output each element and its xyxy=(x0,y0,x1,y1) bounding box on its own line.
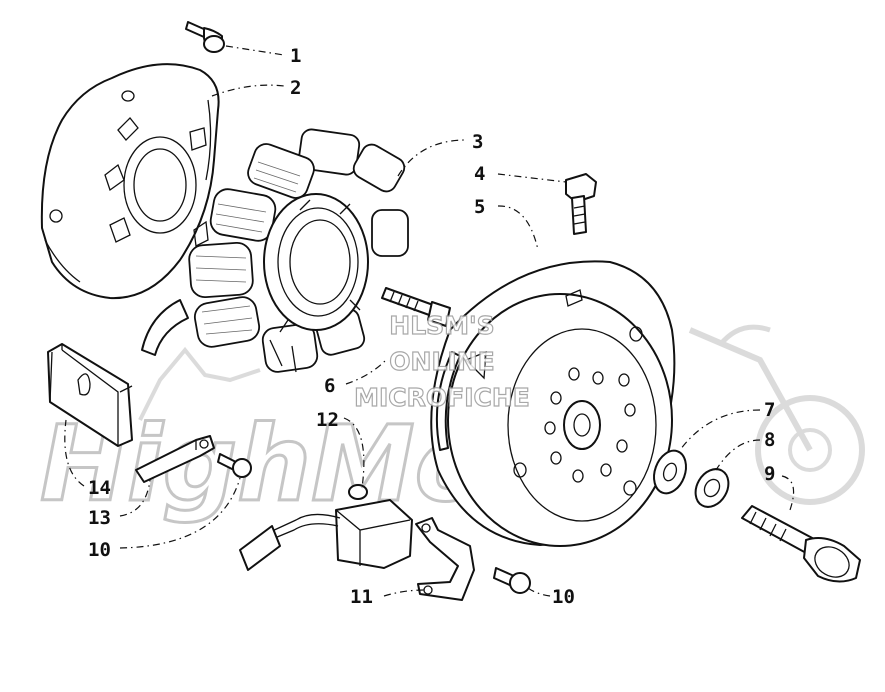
callout-8: 8 xyxy=(764,429,775,451)
part-6-bolt xyxy=(381,287,451,327)
part-12-regulator xyxy=(239,484,413,571)
part-10-screw-left xyxy=(217,453,252,478)
callout-14: 14 xyxy=(88,477,111,499)
part-7-washer xyxy=(653,449,687,495)
part-3-stator xyxy=(141,128,409,373)
part-10-screw-right xyxy=(493,567,531,594)
callout-13: 13 xyxy=(88,507,111,529)
callout-6: 6 xyxy=(324,375,335,397)
part-5-flywheel xyxy=(430,260,676,547)
leader-lines xyxy=(64,45,795,597)
callout-7: 7 xyxy=(764,399,775,421)
part-1-bolt xyxy=(185,21,225,53)
callout-10-left: 10 xyxy=(88,539,111,561)
part-4-bolt xyxy=(565,173,597,235)
callout-2: 2 xyxy=(290,77,301,99)
callout-1: 1 xyxy=(290,45,301,67)
callout-9: 9 xyxy=(764,463,775,485)
callout-10-right: 10 xyxy=(552,586,575,608)
callout-4: 4 xyxy=(474,163,485,185)
callout-3: 3 xyxy=(472,131,483,153)
callout-5: 5 xyxy=(474,196,485,218)
part-14-plate xyxy=(47,343,133,447)
part-9-bolt xyxy=(741,505,861,583)
callout-12: 12 xyxy=(316,409,339,431)
watermark-motorcycle xyxy=(138,324,865,505)
watermark-line-1: HLSM'S xyxy=(389,311,494,340)
watermark-line-3: MICROFICHE xyxy=(354,383,530,412)
part-13-bracket xyxy=(135,435,215,483)
part-11-bracket xyxy=(415,517,475,601)
watermark-line-2: ONLINE xyxy=(389,347,494,376)
watermark-text: HLSM'S ONLINE MICROFICHE xyxy=(354,310,531,412)
part-2-housing xyxy=(40,63,220,300)
callout-numbers: 1 2 3 4 5 6 7 8 9 10 10 11 12 13 14 xyxy=(88,45,775,608)
callout-11: 11 xyxy=(350,586,373,608)
part-8-washer xyxy=(694,468,730,508)
